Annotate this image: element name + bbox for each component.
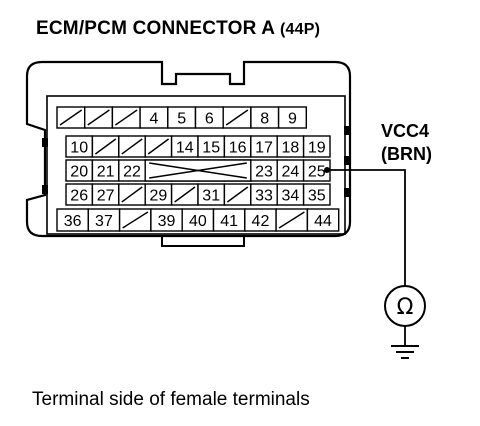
terminal-cell: 10 [65, 135, 94, 158]
terminal-grid: 4 5 6 8 9 10 14 15 16 17 18 19 20 21 22 23 24 25 26 27 29 31 3… [56, 106, 340, 232]
terminal-cell: 21 [91, 159, 120, 182]
terminal-number: 22 [123, 164, 141, 181]
terminal-cell: 27 [91, 183, 120, 206]
terminal-cell: 20 [65, 159, 94, 182]
terminal-cell: 41 [212, 208, 246, 232]
terminal-cell: 39 [150, 208, 183, 232]
terminal-number: 29 [150, 188, 168, 205]
terminal-number: 10 [70, 140, 88, 157]
terminal-number: 5 [177, 111, 186, 128]
terminal-number: 17 [255, 140, 273, 157]
terminal-cell-unused [144, 135, 173, 158]
terminal-number: 8 [260, 111, 269, 128]
terminal-number: 39 [158, 213, 176, 230]
terminal-number: 34 [282, 188, 300, 205]
terminal-25-probe-point [324, 167, 330, 173]
connector-peg-left-top [42, 138, 48, 147]
connector-latch [161, 236, 245, 247]
connector-peg-left-bottom [42, 185, 48, 194]
terminal-cell: 29 [144, 183, 173, 206]
terminal-cell: 19 [302, 135, 331, 158]
terminal-cell-unused [83, 106, 114, 129]
terminal-number: 27 [97, 188, 115, 205]
wire-color-label: (BRN) [381, 144, 432, 164]
connector-peg-right-mid [344, 156, 350, 165]
terminal-cell: 9 [277, 106, 308, 129]
title-main: ECM/PCM CONNECTOR A [36, 18, 275, 39]
terminal-cell: 23 [250, 159, 278, 182]
ground-icon [391, 345, 419, 359]
terminal-cell-unused [118, 208, 152, 232]
terminal-cell: 6 [194, 106, 224, 129]
connector-housing [25, 60, 352, 238]
terminal-number: 23 [255, 164, 273, 181]
terminal-cell: 22 [118, 159, 146, 182]
terminal-name-label: VCC4 [381, 121, 429, 141]
blocked-cavity-cross [149, 162, 247, 179]
terminal-cell: 14 [170, 135, 199, 158]
diagram-caption: Terminal side of female terminals [32, 389, 310, 410]
terminal-number: 18 [282, 140, 300, 157]
terminal-number: 41 [220, 213, 238, 230]
connector-peg-right-bottom [344, 188, 350, 197]
terminal-cell: 37 [87, 208, 121, 232]
terminal-number: 4 [149, 111, 158, 128]
terminal-cell-unused [111, 106, 141, 129]
terminal-number: 44 [314, 213, 332, 230]
terminal-number: 31 [202, 188, 220, 205]
terminal-cell-unused [56, 106, 86, 129]
terminal-number: 24 [282, 164, 300, 181]
terminal-number: 40 [189, 213, 207, 230]
terminal-number: 9 [288, 111, 297, 128]
terminal-cell: 16 [223, 135, 252, 158]
terminal-number: 19 [308, 140, 326, 157]
terminal-cell-unused [118, 183, 146, 206]
terminal-cell-unused [223, 183, 252, 206]
terminal-number: 20 [70, 164, 88, 181]
terminal-cell-25: 25 [302, 159, 331, 182]
terminal-cell: 4 [139, 106, 169, 129]
terminal-cell: 33 [250, 183, 278, 206]
terminal-cell: 15 [197, 135, 226, 158]
terminal-cell: 8 [250, 106, 280, 129]
terminal-cell: 40 [181, 208, 215, 232]
terminal-cell: 18 [276, 135, 305, 158]
probe-wire [327, 169, 406, 286]
terminal-cell-unused [222, 106, 252, 129]
terminal-number: 21 [97, 164, 115, 181]
page-title: ECM/PCM CONNECTOR A (44P) [36, 18, 320, 40]
terminal-cell: 34 [276, 183, 305, 206]
ohm-symbol: Ω [397, 295, 414, 320]
terminal-number: 42 [252, 213, 270, 230]
terminal-cell: 17 [250, 135, 278, 158]
terminal-cell: 5 [167, 106, 197, 129]
terminal-number: 16 [229, 140, 247, 157]
terminal-cell: 31 [197, 183, 226, 206]
terminal-number: 6 [205, 111, 214, 128]
terminal-cell-unused [275, 208, 309, 232]
title-pin-count: (44P) [279, 21, 321, 38]
terminal-cell-unused [118, 135, 146, 158]
terminal-cell: 35 [302, 183, 331, 206]
terminal-cell: 36 [56, 208, 89, 232]
terminal-cell: 24 [276, 159, 305, 182]
terminal-cell-unused [170, 183, 199, 206]
terminal-number: 35 [308, 188, 326, 205]
terminal-number: 25 [308, 164, 326, 181]
terminal-number: 14 [176, 140, 194, 157]
terminal-number: 26 [70, 188, 88, 205]
terminal-number: 37 [95, 213, 113, 230]
terminal-cell-unused [91, 135, 120, 158]
connector-peg-right-top [344, 126, 350, 135]
terminal-number: 33 [255, 188, 273, 205]
terminal-number: 15 [202, 140, 220, 157]
terminal-cell: 44 [306, 208, 340, 232]
terminal-cell: 26 [65, 183, 94, 206]
terminal-cell: 42 [244, 208, 277, 232]
terminal-number: 36 [64, 213, 82, 230]
